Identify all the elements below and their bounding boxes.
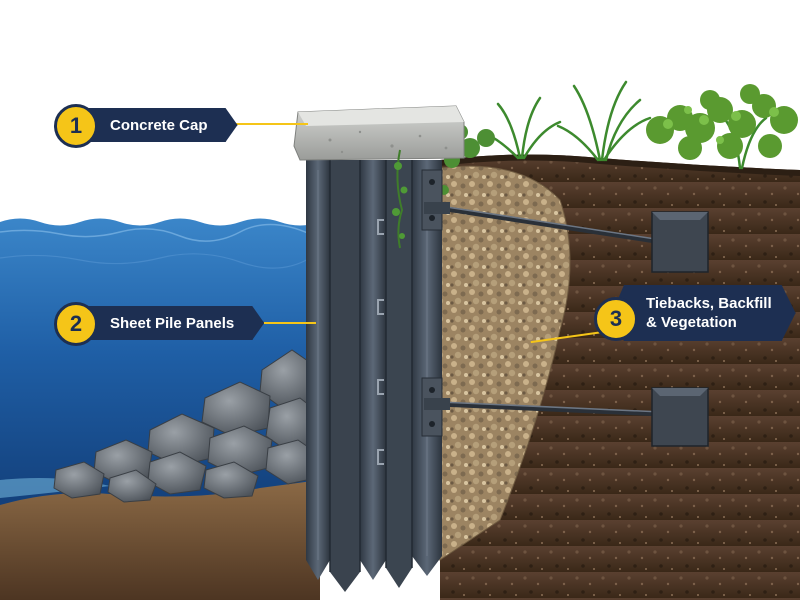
callout-number-3: 3 bbox=[594, 297, 638, 341]
callout-label-tiebacks-line2: & Vegetation bbox=[646, 314, 737, 331]
sheet-pile-panels bbox=[306, 160, 442, 592]
seabed bbox=[0, 480, 320, 600]
concrete-cap bbox=[293, 105, 465, 161]
callout-label-tiebacks: Tiebacks, Backfill & Vegetation bbox=[612, 285, 796, 341]
leader-line-sheet-pile bbox=[250, 322, 316, 324]
callout-sheet-pile-panels: 2 Sheet Pile Panels bbox=[54, 302, 264, 346]
callout-tiebacks: 3 Tiebacks, Backfill & Vegetation bbox=[594, 292, 796, 341]
tieback-lower bbox=[421, 377, 709, 447]
tieback-upper bbox=[421, 169, 709, 273]
vegetation bbox=[434, 80, 798, 210]
callout-number-1: 1 bbox=[54, 104, 98, 148]
leader-line-concrete-cap bbox=[226, 123, 308, 125]
riprap-rocks bbox=[53, 349, 319, 503]
callout-label-sheet-pile-panels: Sheet Pile Panels bbox=[72, 306, 264, 340]
water-ripple bbox=[0, 253, 311, 269]
callout-concrete-cap: 1 Concrete Cap bbox=[54, 104, 238, 148]
topsoil-edge bbox=[440, 154, 800, 176]
vine-leaves bbox=[392, 162, 408, 239]
callout-label-tiebacks-line1: Tiebacks, Backfill bbox=[646, 295, 772, 312]
water-ripple bbox=[0, 223, 311, 242]
gravel-backfill bbox=[439, 165, 571, 561]
callout-label-concrete-cap: Concrete Cap bbox=[72, 108, 238, 142]
callout-number-2: 2 bbox=[54, 302, 98, 346]
